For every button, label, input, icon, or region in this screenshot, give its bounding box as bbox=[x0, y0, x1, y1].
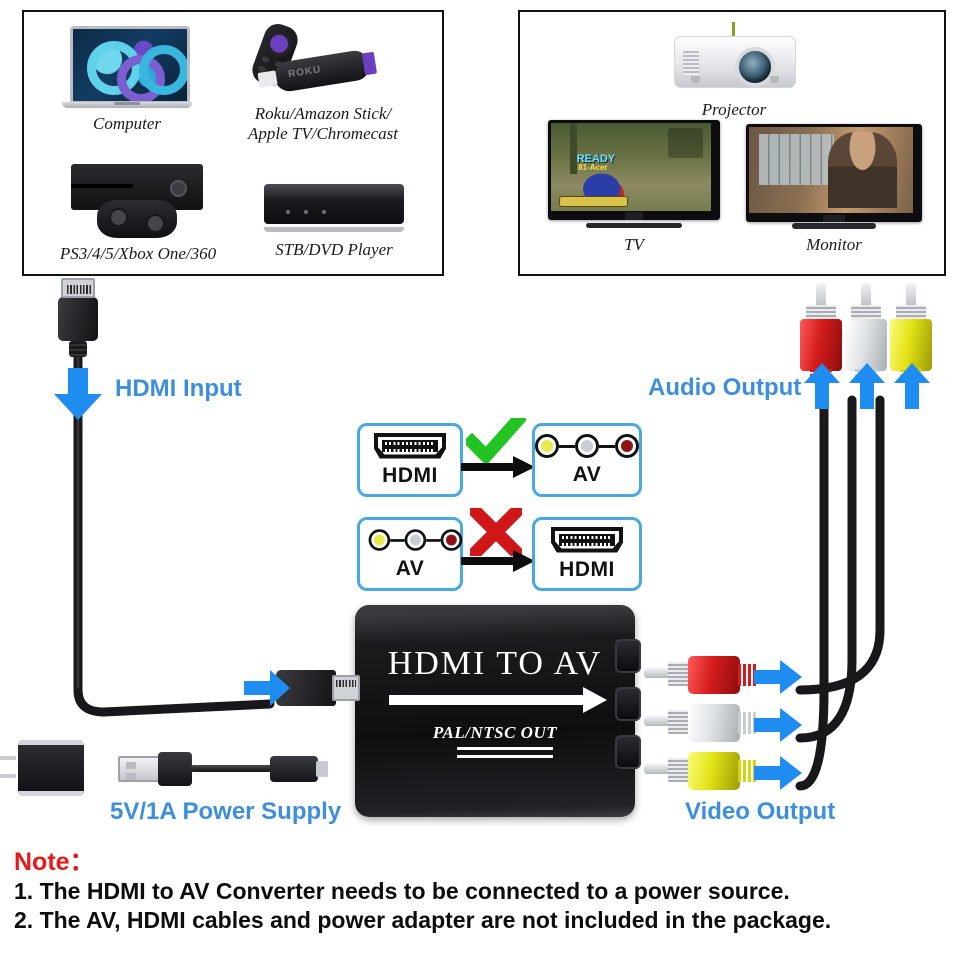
hdmi-cable bbox=[73, 325, 275, 717]
av-jacks-icon bbox=[368, 528, 463, 551]
flow-box-av-source: AV bbox=[357, 517, 463, 591]
output-displays-panel: Projector READY 81-Acer TV bbox=[518, 10, 946, 276]
television-icon: READY 81-Acer bbox=[548, 120, 720, 232]
device-streaming-stick: ROKU Roku/Amazon Stick/ Apple TV/Chromec… bbox=[220, 20, 426, 143]
av-cable-yellow bbox=[795, 395, 829, 791]
flow-box-av-target: AV bbox=[532, 423, 642, 497]
av-cable-red bbox=[795, 395, 885, 695]
monitor-icon bbox=[746, 124, 922, 232]
cross-mark-icon bbox=[465, 501, 527, 563]
note-block: Note： 1. The HDMI to AV Converter needs … bbox=[14, 848, 958, 936]
converter-subtitle: PAL/NTSC OUT bbox=[432, 723, 558, 742]
device-label: STB/DVD Player bbox=[275, 240, 393, 259]
audio-output-arrow-icon-1 bbox=[802, 363, 842, 414]
set-top-box-icon bbox=[259, 176, 409, 238]
note-line-1: 1. The HDMI to AV Converter needs to be … bbox=[14, 877, 790, 904]
device-label: Monitor bbox=[806, 235, 862, 254]
device-label: PS3/4/5/Xbox One/360 bbox=[59, 244, 217, 263]
rca-cable-white bbox=[644, 702, 814, 750]
device-projector: Projector bbox=[664, 22, 804, 120]
device-tv: READY 81-Acer TV bbox=[544, 120, 724, 255]
game-console-icon bbox=[63, 160, 213, 244]
hdmi-to-av-converter: HDMI TO AV PAL/NTSC OUT bbox=[355, 605, 641, 817]
rca-jack-yellow bbox=[615, 735, 641, 769]
video-output-label: Video Output bbox=[685, 798, 836, 825]
flow-label: HDMI bbox=[382, 463, 438, 487]
rca-cable-yellow bbox=[644, 750, 814, 798]
hdmi-input-label: HDMI Input bbox=[115, 375, 242, 402]
rca-jack-white bbox=[615, 687, 641, 721]
device-monitor: Monitor bbox=[742, 124, 926, 255]
rca-cable-red bbox=[644, 654, 814, 702]
flow-arrow-supported-icon bbox=[461, 456, 535, 483]
hdmi-port-icon bbox=[374, 432, 446, 459]
flow-box-hdmi-source: HDMI bbox=[357, 423, 463, 497]
audio-output-arrow-icon-3 bbox=[892, 363, 932, 414]
input-sources-panel: Computer ROKU Roku/Amazon Stick/ Apple T… bbox=[22, 10, 444, 276]
check-mark-icon bbox=[462, 410, 528, 469]
device-game-console: PS3/4/5/Xbox One/360 bbox=[38, 160, 238, 264]
flow-label: AV bbox=[572, 462, 602, 486]
flow-box-hdmi-target: HDMI bbox=[532, 517, 642, 591]
usb-power-cable-icon bbox=[118, 748, 328, 788]
rca-jack-red bbox=[615, 639, 641, 673]
device-label-line1: Roku/Amazon Stick/ bbox=[254, 104, 392, 123]
flow-label: HDMI bbox=[559, 557, 615, 581]
audio-output-label: Audio Output bbox=[648, 374, 802, 401]
flow-label: AV bbox=[395, 556, 425, 580]
audio-output-arrow-icon-2 bbox=[847, 363, 887, 414]
av-cable-white bbox=[795, 395, 857, 743]
device-computer: Computer bbox=[52, 26, 202, 134]
device-label: Computer bbox=[93, 114, 161, 133]
device-label-line2: Apple TV/Chromecast bbox=[248, 123, 398, 143]
hdmi-input-arrow-icon bbox=[52, 368, 104, 427]
laptop-icon bbox=[62, 26, 192, 112]
hdmi-source-connector bbox=[58, 278, 98, 357]
hdmi-port-icon bbox=[551, 526, 623, 553]
projector-icon bbox=[668, 22, 800, 98]
device-stb-dvd: STB/DVD Player bbox=[242, 162, 426, 260]
device-label: TV bbox=[624, 235, 644, 254]
flow-arrow-unsupported-icon bbox=[461, 550, 535, 577]
hdmi-connect-arrow-icon bbox=[244, 670, 290, 711]
converter-arrow-icon bbox=[583, 687, 607, 713]
note-heading: Note： bbox=[14, 848, 95, 876]
av-jacks-icon bbox=[535, 433, 639, 458]
converter-title: HDMI TO AV bbox=[387, 645, 603, 682]
power-adapter-icon bbox=[0, 740, 84, 796]
device-label: Projector bbox=[701, 100, 767, 119]
power-supply-label: 5V/1A Power Supply bbox=[110, 798, 342, 825]
note-line-2: 2. The AV, HDMI cables and power adapter… bbox=[14, 907, 832, 934]
